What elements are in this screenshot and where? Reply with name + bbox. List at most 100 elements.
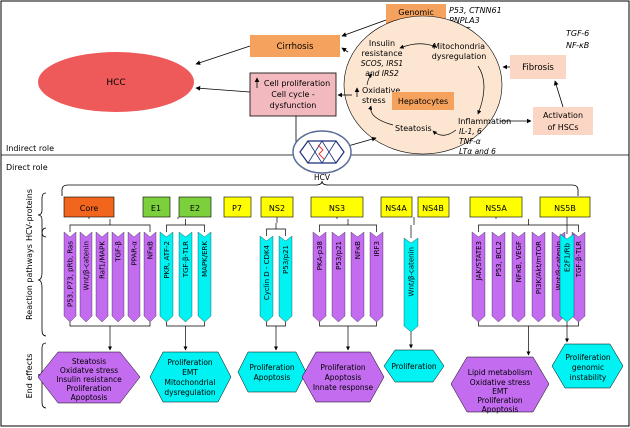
pathway-arrow-ns2-0 [259, 235, 274, 323]
insulin-gene-1: SCOS, IRS1 [361, 59, 403, 68]
hsc-line-1: Activation [543, 111, 583, 120]
cirrhosis-label: Cirrhosis [277, 42, 314, 52]
pathway-arrow-ns3-3 [369, 231, 384, 323]
direct-role-label: Direct role [6, 163, 48, 172]
fibrosis-gene-1: TGF-6 [566, 29, 589, 38]
cell-box-line-3: dysfunction [270, 101, 317, 110]
effect-core-2: Oxidatve stress [60, 366, 118, 375]
pathway-arrow-ns5a-3 [531, 231, 546, 323]
effect-ns2: Proliferation Apoptosis [237, 351, 307, 393]
pathway-bracket-bottom-ns3 [319, 322, 377, 350]
hsc-line-2: of HSCs [547, 123, 578, 132]
pathway-bracket-top-e [166, 219, 205, 232]
pathway-label-ns5a-1: P53, BCL2 [495, 241, 503, 277]
pathway-label-ns3-1: P53/p21 [335, 241, 343, 270]
pathway-label-e-2: MAPK/ERK [201, 241, 209, 277]
pathway-arrow-core-4 [127, 231, 141, 323]
hsc-to-fibrosis-arrow [553, 80, 564, 108]
row-label-pathways: Reaction pathways [25, 244, 34, 320]
pathway-arrow-ns5a-0 [471, 231, 486, 323]
pathway-arrow-e-2 [197, 231, 212, 323]
hepatocytes-label: Hepatocytes [398, 97, 448, 106]
genomic-to-cirrhosis-arrow [341, 19, 387, 37]
pathway-label-core-4: PPAR-α [131, 241, 139, 266]
pathway-arrow-core-3 [111, 231, 125, 323]
pathway-label-core-3: TGF-β [115, 241, 123, 263]
effect-ns2-1: Proliferation [249, 363, 295, 372]
steatosis-oxidative-arrow [368, 105, 394, 126]
pathway-bracket-bottom-ns5a [478, 322, 579, 355]
pathway-label-ns2-0: Cyclin D - CDK4 [263, 244, 271, 300]
effect-core-3: Insulin resistance [56, 375, 122, 384]
effect-ns4: Proliferation [383, 349, 445, 383]
fibrosis-node [510, 55, 566, 79]
mito-line-1: Mitochondria [433, 42, 485, 51]
effect-ns2-2: Apoptosis [254, 373, 291, 382]
hcv-to-hepato-arrow [347, 136, 377, 147]
pathway-label-ns5a-5: TGF-β-TLR [575, 241, 583, 278]
effect-ns5a-5: Apoptosis [482, 405, 519, 414]
protein-ns4b-label: NS4B [422, 204, 444, 213]
hcv-virus-icon [292, 130, 352, 174]
pathway-bracket-top-ns5a [478, 219, 579, 232]
protein-ns5a: NS5A [469, 196, 523, 218]
pathway-arrow-ns3-2 [350, 231, 365, 323]
effect-ns5a: Lipid metabolism Oxidative stress EMT Pr… [450, 356, 550, 414]
pathway-arrow-core-2 [95, 231, 109, 323]
pathway-label-ns5a-4: Wnt/β-catenin [555, 241, 563, 290]
mito-line-2: dysregulation [432, 52, 487, 61]
hcc-label: HCC [106, 78, 125, 88]
effect-core-4: Proliferation [66, 384, 112, 393]
fibrosis-label: Fibrosis [522, 63, 554, 73]
protein-ns4a-label: NS4A [385, 204, 407, 213]
pathway-arrow-core-1 [79, 231, 93, 323]
pathway-arrow-core-0 [63, 231, 77, 323]
insulin-line-2: resistance [361, 49, 402, 58]
hepatocyte-ellipse [343, 15, 503, 155]
pathway-label-ns2-1: P53/p21 [282, 245, 290, 274]
protein-brace [61, 180, 579, 196]
protein-p7: P7 [223, 196, 252, 218]
protein-ns2: NS2 [260, 196, 294, 218]
pathway-group-ns5b: E2F1/Rb [559, 221, 575, 343]
effect-ns3-2: Apoptosis [325, 373, 362, 382]
effect-e-2: EMT [182, 368, 198, 377]
inflammation-gene-2: TNF-α [459, 137, 481, 146]
pathway-label-core-5: NFκB [147, 241, 155, 259]
protein-ns3-label: NS3 [329, 204, 345, 213]
genomic-line-1: Genomic [398, 8, 434, 17]
effect-ns5a-3: EMT [492, 387, 508, 396]
pathway-arrow-ns5a-2 [511, 231, 526, 323]
oxidative-insulin-arrow [366, 73, 373, 86]
protein-core: Core [63, 196, 115, 218]
effect-ns3-1: Proliferation [320, 363, 366, 372]
pathway-label-e-1: TGF-β-TLR [182, 241, 190, 278]
pathway-bracket-bottom-e [166, 322, 205, 350]
pathway-arrow-ns5a-1 [491, 231, 506, 323]
pathway-label-ns4-0: Wnt/β-catenin [408, 247, 416, 296]
insulin-line-1: Insulin [369, 39, 395, 48]
pathway-bracket-bottom-ns2 [266, 322, 286, 350]
pathway-label-ns5a-0: JAK/STATE3 [475, 241, 483, 281]
pathway-arrow-e-0 [159, 231, 174, 323]
protein-ns4b: NS4B [417, 196, 450, 218]
protein-e1: E1 [142, 196, 171, 218]
insulin-gene-2: and IRS2 [365, 69, 399, 78]
pathway-bracket-top-ns2 [266, 223, 286, 236]
hsc-node [533, 107, 593, 135]
insulin-mito-arrow [399, 43, 437, 49]
pathway-arrow-ns2-1 [278, 235, 293, 323]
inflammation-gene-3: LTα and 6 [459, 147, 496, 156]
protein-ns5b: NS5B [539, 196, 591, 218]
effect-core-5: Apoptosis [71, 393, 108, 402]
mito-inflammation-arrow [477, 65, 485, 115]
cirrhosis-to-hcc-arrow [195, 45, 251, 65]
pathway-label-core-1: Wnt/β-catenin [83, 241, 91, 290]
pathway-label-ns3-2: NFκB [354, 241, 362, 259]
inflammation-steatosis-arrow [432, 129, 457, 136]
protein-e1-label: E1 [151, 204, 161, 213]
inflammation-label: Inflammation [458, 117, 511, 126]
protein-ns3: NS3 [310, 196, 364, 218]
